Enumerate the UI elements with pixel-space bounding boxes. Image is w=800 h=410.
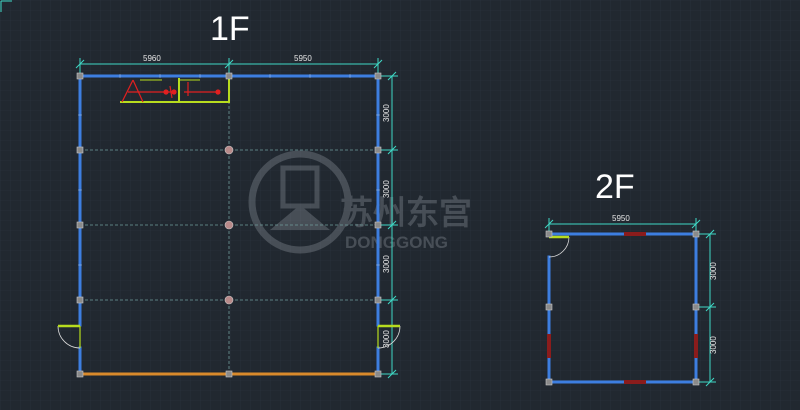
dimension-label-side-1-1f: 3000 — [382, 104, 391, 122]
floor-plan-1f[interactable]: 1F 5960 5950 3000 3000 3000 3000 — [57, 10, 401, 379]
stair-partition-1f[interactable] — [120, 78, 230, 103]
dimension-label-side-1-2f: 3000 — [709, 262, 718, 280]
dimension-lines-2f — [544, 218, 716, 387]
watermark-subtext: DONGGONG — [345, 233, 448, 252]
dimension-label-top-2f: 5950 — [612, 214, 630, 223]
column-nodes-1f — [76, 72, 382, 378]
column-nodes-2f — [545, 230, 700, 386]
red-annotations-1f — [121, 79, 221, 103]
dimension-lines-1f — [75, 58, 398, 379]
corner-marker — [0, 0, 12, 12]
dimension-label-side-4-1f: 3000 — [382, 330, 391, 348]
floor-title-1f: 1F — [210, 10, 250, 48]
windows-2f[interactable] — [547, 232, 698, 384]
door-right-1f[interactable] — [377, 324, 401, 349]
floor-plan-2f[interactable]: 2F 5950 3000 3000 — [544, 168, 718, 387]
dimension-label-side-2-1f: 3000 — [382, 180, 391, 198]
dimension-label-top-right-1f: 5950 — [294, 54, 312, 63]
door-left-1f[interactable] — [57, 324, 81, 349]
floor-title-2f: 2F — [595, 168, 635, 206]
dimension-label-side-3-1f: 3000 — [382, 255, 391, 273]
watermark-text: 苏州东宫 — [340, 194, 472, 231]
door-2f[interactable] — [548, 235, 570, 258]
dimension-label-side-2-2f: 3000 — [709, 336, 718, 354]
interior-column-nodes-1f — [224, 145, 234, 305]
watermark-ring — [248, 150, 352, 254]
watermark-window-icon — [280, 165, 320, 209]
watermark-house-icon — [270, 205, 330, 230]
dimension-label-top-left-1f: 5960 — [143, 54, 161, 63]
wall-ticks-1f — [78, 74, 380, 266]
